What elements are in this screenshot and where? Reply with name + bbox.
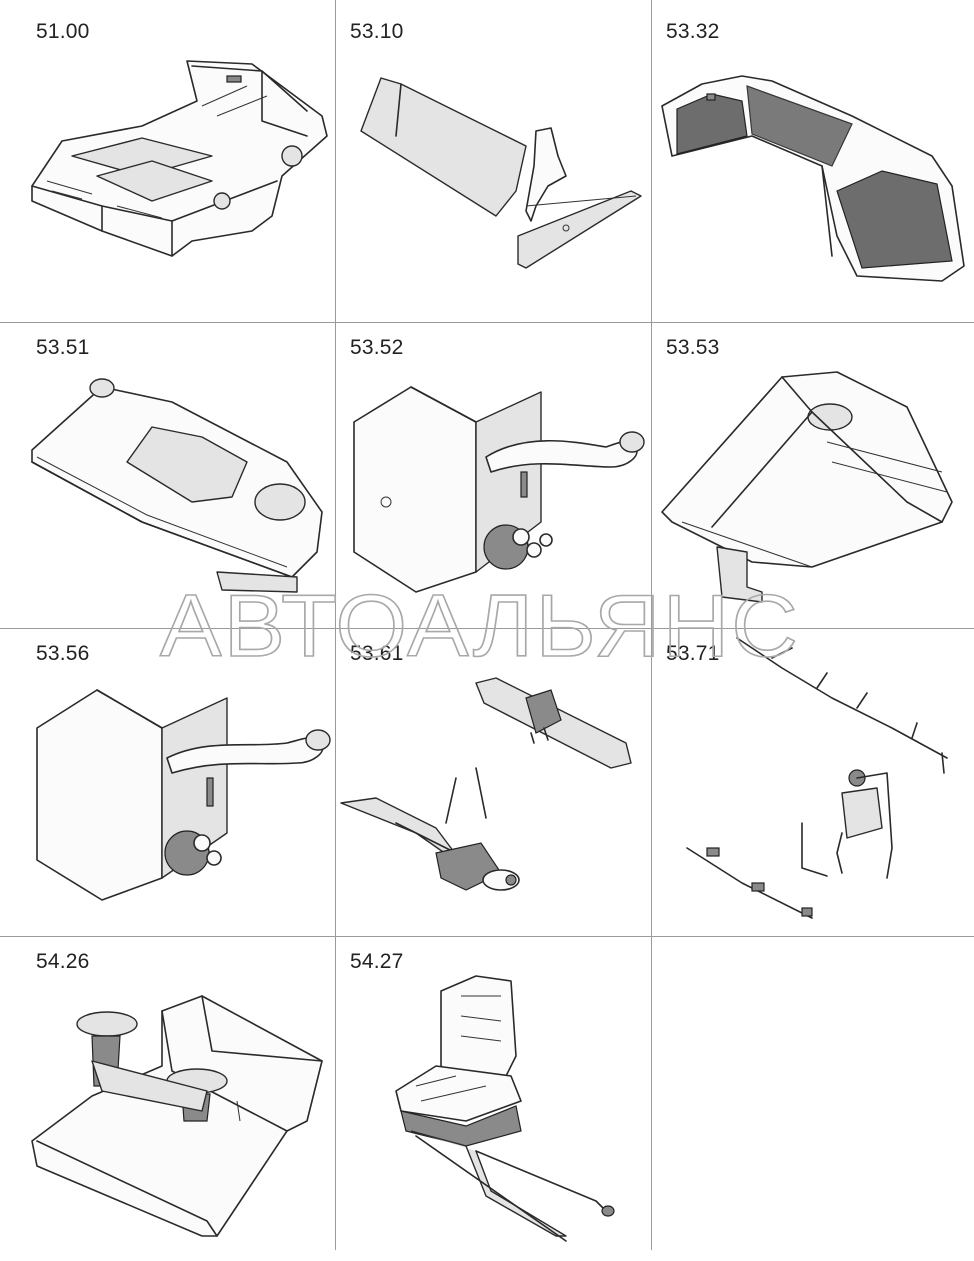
control-linkage-icon [340, 677, 632, 891]
cell-label: 54.26 [36, 950, 90, 973]
catalog-cell[interactable]: 53.53 [652, 322, 974, 628]
grid-horizontal-2 [0, 628, 974, 629]
fuel-tank-cover-icon [31, 378, 323, 593]
catalog-cell[interactable]: 51.00 [22, 6, 335, 322]
cell-label: 51.00 [36, 20, 90, 43]
cell-label: 53.53 [666, 336, 720, 359]
steering-console-icon [31, 995, 323, 1237]
catalog-cell[interactable]: 54.26 [22, 936, 335, 1250]
hydraulic-tank-icon [353, 386, 645, 593]
cell-label: 53.52 [350, 336, 404, 359]
grid-horizontal-1 [0, 322, 974, 323]
catalog-cell[interactable]: 53.52 [336, 322, 651, 628]
catalog-cell[interactable]: 53.71 [652, 628, 974, 936]
panel-plates-icon [360, 77, 642, 269]
catalog-cell[interactable]: 53.32 [652, 6, 974, 322]
catalog-cell[interactable]: 54.27 [336, 936, 651, 1250]
cell-label: 53.51 [36, 336, 90, 359]
hydraulic-tank-icon [36, 689, 331, 901]
engine-hood-icon [661, 371, 953, 603]
catalog-cell[interactable]: 53.51 [22, 322, 335, 628]
grid-vertical-2 [651, 0, 652, 1250]
catalog-cell[interactable]: 53.56 [22, 628, 335, 936]
hose-assembly-icon [686, 637, 948, 919]
grid-vertical-1 [335, 0, 336, 1250]
catalog-cell-empty [652, 936, 974, 1250]
cell-label: 53.61 [350, 642, 404, 665]
cell-label: 53.71 [666, 642, 720, 665]
cell-label: 54.27 [350, 950, 404, 973]
catalog-cell[interactable]: 53.61 [336, 628, 651, 936]
cell-label: 53.56 [36, 642, 90, 665]
tractor-frame-icon [31, 60, 328, 257]
cell-label: 53.32 [666, 20, 720, 43]
operator-seat-icon [395, 975, 615, 1242]
grid-horizontal-3 [0, 936, 974, 937]
catalog-cell[interactable]: 53.10 [336, 6, 651, 322]
cell-label: 53.10 [350, 20, 404, 43]
hood-grille-icon [661, 75, 965, 282]
